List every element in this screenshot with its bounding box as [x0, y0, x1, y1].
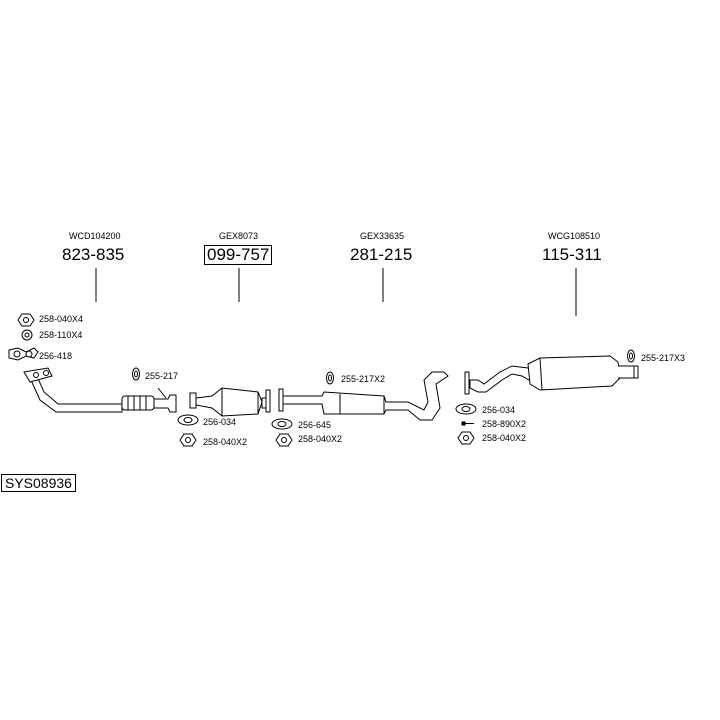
catalytic-converter: [189, 387, 271, 417]
rubber-hanger-icon: [627, 349, 635, 363]
middle-pipe: [278, 371, 470, 421]
accessory-label[interactable]: 258-110X4: [39, 330, 83, 340]
washer-icon: [21, 329, 33, 341]
accessory-label[interactable]: 258-040X2: [482, 433, 527, 443]
part-code-2: GEX8073: [219, 231, 259, 241]
accessory-label[interactable]: 255-217X2: [341, 374, 386, 384]
nut-icon: [17, 313, 35, 327]
gasket-icon: [8, 347, 39, 361]
gasket-icon: [177, 414, 199, 426]
accessory-label[interactable]: 258-040X4: [39, 314, 84, 324]
accessory-label[interactable]: 258-890X2: [482, 419, 527, 429]
accessory-label[interactable]: 255-217X3: [641, 353, 686, 363]
part-number-4[interactable]: 115-311: [542, 245, 602, 264]
part-number-2[interactable]: 099-757: [204, 245, 273, 265]
rear-silencer: [469, 355, 639, 393]
gasket-icon: [271, 418, 293, 430]
accessory-label[interactable]: 255-217: [145, 371, 179, 381]
system-id-badge: SYS08936: [1, 474, 76, 492]
front-pipe: [23, 367, 177, 413]
accessory-label[interactable]: 256-418: [39, 351, 73, 361]
rubber-hanger-icon: [326, 371, 334, 385]
bolt-icon: [461, 421, 474, 426]
rubber-hanger-icon: [132, 367, 140, 381]
gasket-icon: [455, 403, 477, 415]
accessory-label[interactable]: 258-040X2: [203, 437, 248, 447]
nut-icon: [457, 431, 475, 445]
accessory-label[interactable]: 258-040X2: [298, 434, 343, 444]
accessory-label[interactable]: 256-034: [482, 405, 516, 415]
part-number-3[interactable]: 281-215: [350, 245, 413, 264]
accessory-label[interactable]: 256-645: [298, 420, 332, 430]
nut-icon: [179, 433, 197, 447]
part-code-1: WCD104200: [69, 231, 121, 241]
part-code-3: GEX33635: [360, 231, 405, 241]
part-number-1[interactable]: 823-835: [62, 245, 125, 264]
accessory-label[interactable]: 256-034: [203, 417, 237, 427]
part-code-4: WCG108510: [548, 231, 601, 241]
nut-icon: [275, 433, 293, 447]
